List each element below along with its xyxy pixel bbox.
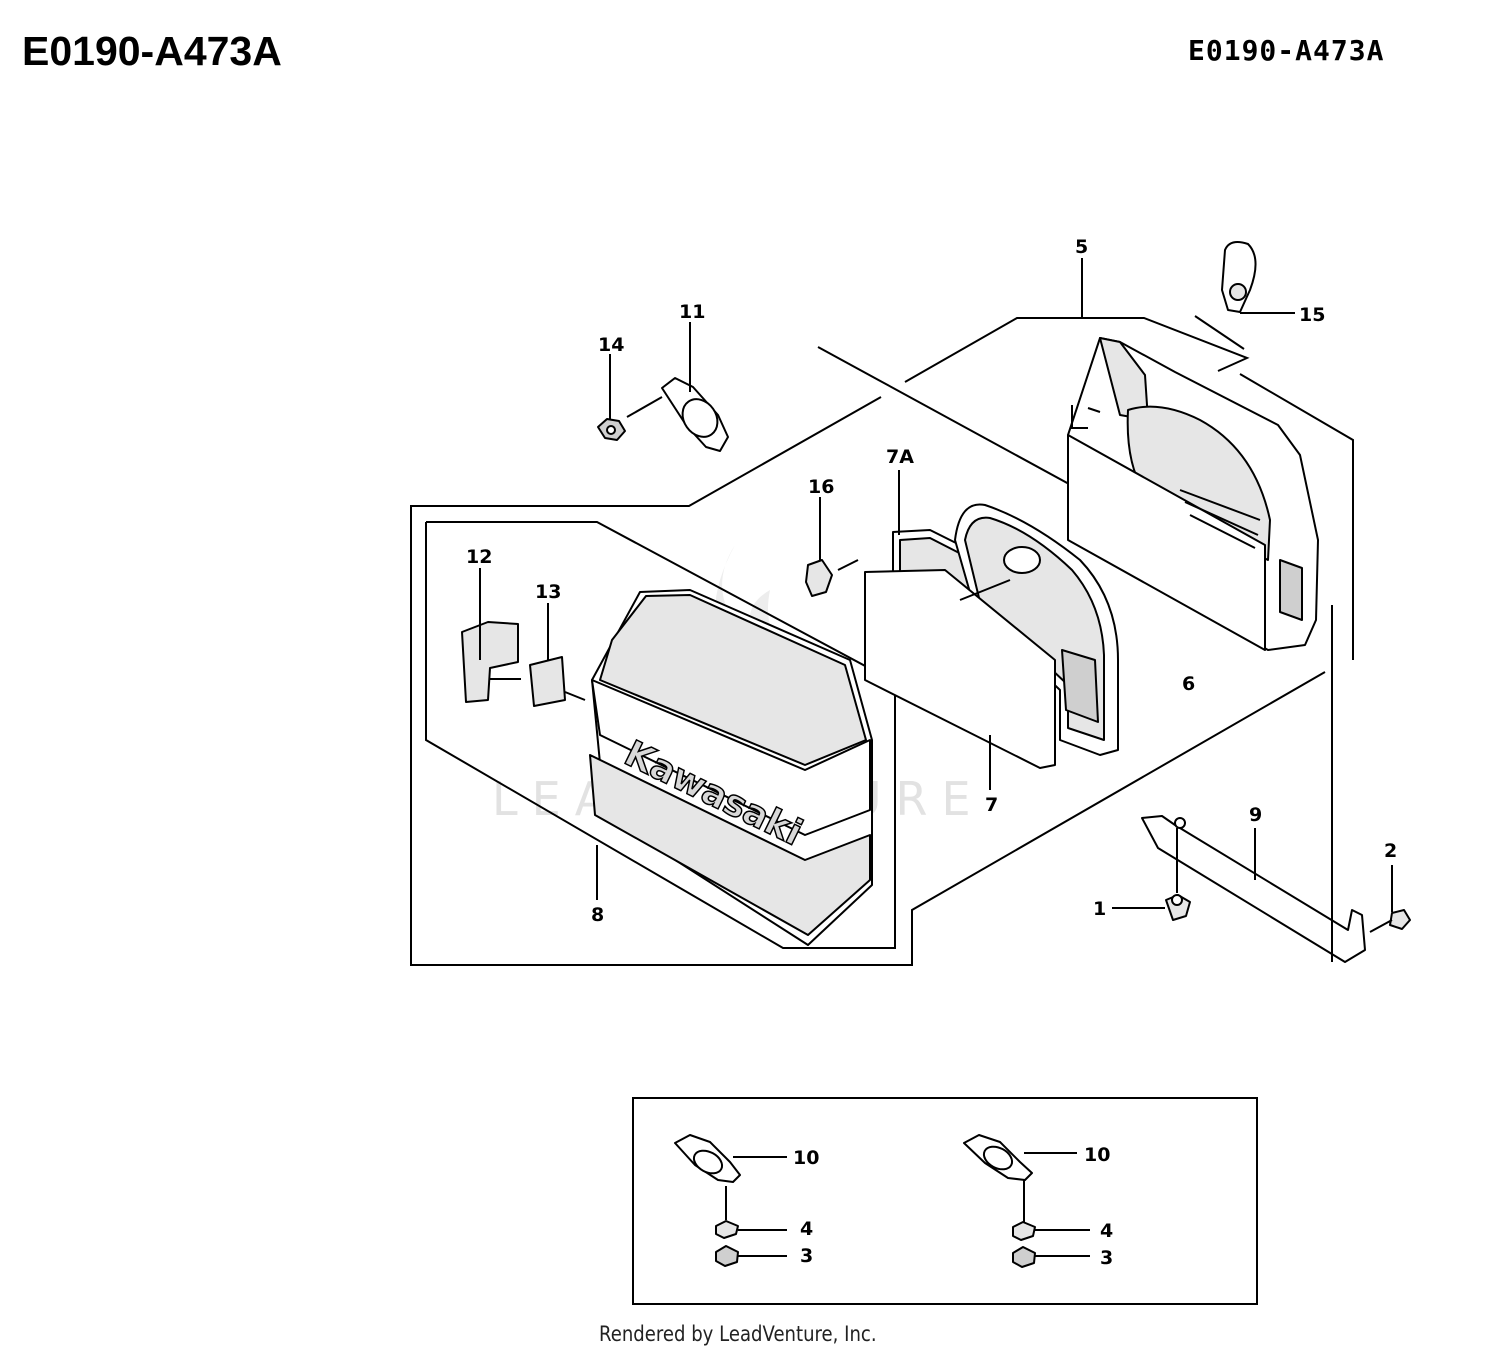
callout-2[interactable]: 2 bbox=[1384, 840, 1397, 862]
callout-1[interactable]: 1 bbox=[1093, 898, 1106, 920]
part-8-air-cleaner-cover: Kawasaki bbox=[589, 589, 873, 946]
inset-right-callout-4[interactable]: 4 bbox=[1100, 1220, 1113, 1242]
part-16-wing-nut bbox=[805, 497, 859, 597]
callout-6[interactable]: 6 bbox=[1182, 673, 1195, 695]
part-9-bracket bbox=[1141, 605, 1366, 963]
inset-left-callout-3[interactable]: 3 bbox=[800, 1245, 813, 1267]
assembly-bracket bbox=[410, 258, 1354, 966]
callout-5[interactable]: 5 bbox=[1075, 236, 1088, 258]
inset-right-group: 10 4 3 bbox=[963, 1134, 1113, 1269]
diagram-code-left: E0190-A473A bbox=[22, 28, 282, 74]
part-2-bolt bbox=[1369, 865, 1411, 933]
callout-15[interactable]: 15 bbox=[1299, 304, 1325, 326]
inset-left-callout-4[interactable]: 4 bbox=[800, 1218, 813, 1240]
part-12-clip bbox=[461, 568, 521, 703]
part-5-air-cleaner-base bbox=[1067, 337, 1319, 651]
callout-7a[interactable]: 7A bbox=[886, 446, 914, 468]
part-14-nut bbox=[597, 354, 626, 441]
inset-left-group: 10 4 3 bbox=[674, 1134, 819, 1267]
callout-14[interactable]: 14 bbox=[598, 334, 624, 356]
callout-13[interactable]: 13 bbox=[535, 581, 561, 603]
part-7-air-filter-element bbox=[864, 503, 1119, 790]
callout-11[interactable]: 11 bbox=[679, 301, 705, 323]
callout-12[interactable]: 12 bbox=[466, 546, 492, 568]
inset-left-callout-10[interactable]: 10 bbox=[793, 1147, 819, 1169]
inset-right-callout-3[interactable]: 3 bbox=[1100, 1247, 1113, 1269]
part-11-gasket bbox=[626, 322, 729, 452]
part-1-nut bbox=[1112, 828, 1191, 921]
part-15-breather-tube bbox=[1221, 241, 1295, 314]
diagram-code-right: E0190-A473A bbox=[1188, 34, 1385, 67]
footer-credit: Rendered by LeadVenture, Inc. bbox=[599, 1322, 877, 1346]
callout-9[interactable]: 9 bbox=[1249, 804, 1262, 826]
cover-bracket bbox=[425, 521, 896, 949]
callout-7[interactable]: 7 bbox=[985, 794, 998, 816]
inset-box: 10 4 3 10 4 3 bbox=[632, 1097, 1258, 1305]
inset-right-callout-10[interactable]: 10 bbox=[1084, 1144, 1110, 1166]
part-13-latch bbox=[529, 603, 586, 707]
callout-labels: 1 2 5 6 7 7A 8 9 11 12 13 14 15 16 bbox=[466, 236, 1397, 926]
callout-16[interactable]: 16 bbox=[808, 476, 834, 498]
callout-8[interactable]: 8 bbox=[591, 904, 604, 926]
